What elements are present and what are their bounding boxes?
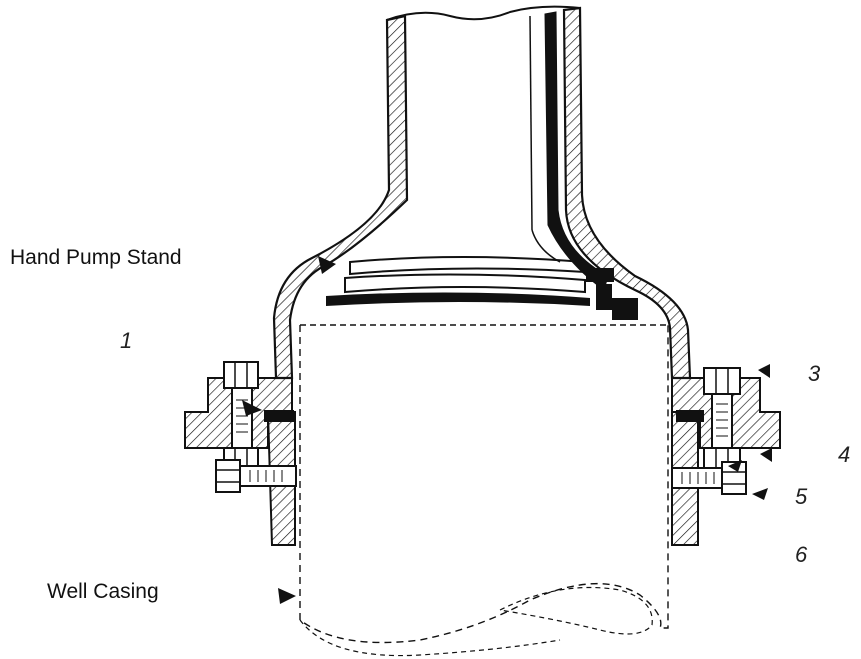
right-flange-bolt bbox=[703, 367, 741, 471]
label-well-casing: Well Casing bbox=[47, 580, 159, 603]
arrow-hand-pump-stand bbox=[318, 256, 336, 274]
label-6: 6 bbox=[795, 542, 808, 567]
left-gasket bbox=[264, 410, 294, 422]
arrow-4 bbox=[760, 448, 772, 462]
inner-collar-ring bbox=[349, 256, 586, 276]
black-seal-ring bbox=[326, 292, 590, 306]
arrow-well-casing bbox=[278, 588, 296, 604]
seal-block-upper bbox=[586, 268, 614, 282]
well-casing-outline bbox=[299, 325, 669, 644]
left-set-screw bbox=[215, 459, 297, 493]
pump-stand-left-wall bbox=[272, 14, 409, 380]
pump-stand-top-edge bbox=[386, 5, 581, 21]
arrow-3 bbox=[758, 364, 770, 378]
label-4: 4 bbox=[838, 442, 851, 467]
right-gasket bbox=[676, 410, 704, 422]
arrow-left-gasket bbox=[242, 400, 262, 416]
pump-stand-right-wall bbox=[562, 6, 692, 380]
left-flange-bolt bbox=[223, 361, 259, 473]
label-3: 3 bbox=[808, 361, 821, 386]
label-hand-pump-stand: Hand Pump Stand bbox=[10, 246, 182, 269]
arrow-6 bbox=[752, 488, 768, 500]
seal-block-lower bbox=[612, 298, 638, 320]
label-1: 1 bbox=[120, 328, 133, 353]
label-5: 5 bbox=[795, 484, 808, 509]
arrow-5 bbox=[728, 460, 742, 472]
